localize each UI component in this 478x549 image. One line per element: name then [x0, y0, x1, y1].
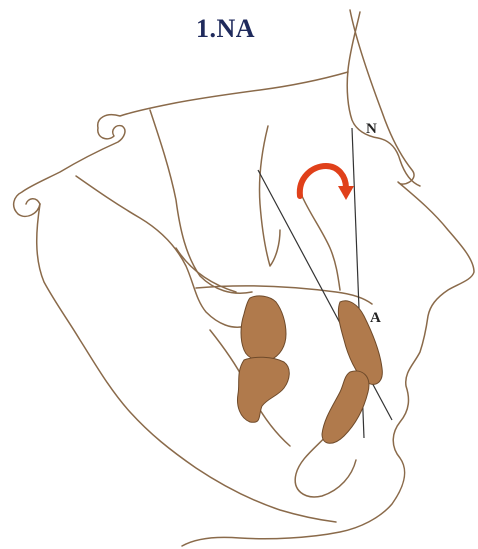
curved-arrow-icon [300, 166, 346, 196]
pterygoid-contour [302, 196, 340, 290]
ramus-contour [150, 110, 252, 293]
point-a-label: A [370, 310, 381, 327]
lower-molar [238, 357, 290, 422]
upper-molar [241, 296, 286, 361]
mandible-inner-contour [76, 176, 246, 327]
mandible-outline [37, 204, 336, 522]
lower-incisor [322, 371, 369, 443]
orbit-contour [259, 126, 280, 266]
point-n-label: N [366, 121, 377, 138]
curved-arrow-head-icon [338, 186, 354, 200]
soft-tissue-profile [182, 10, 474, 546]
diagram-title: 1.NA [196, 14, 255, 44]
frontal-bone-outline [347, 12, 420, 186]
